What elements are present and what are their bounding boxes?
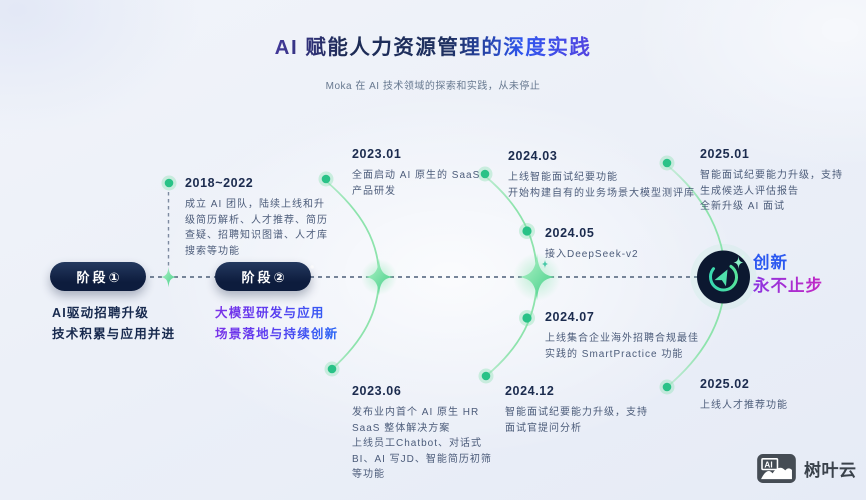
milestone-date: 2024.05 [545, 226, 595, 240]
milestone-dot [318, 171, 334, 187]
milestone-2024-03: 2024.03 上线智能面试纪要功能 开始构建自有的业务场景大模型测评库 [508, 149, 695, 201]
brand-name: 树叶云 [804, 461, 857, 480]
stage-1-badge: 阶段① [50, 262, 146, 291]
milestone-date: 2023.06 [352, 384, 402, 398]
milestone-dot [161, 175, 177, 191]
milestone-2024-07: 2024.07 上线集合企业海外招聘合规最佳 实践的 SmartPractice… [545, 310, 699, 362]
milestone-date: 2025.01 [700, 147, 750, 161]
milestone-dot [477, 166, 493, 182]
milestone-date: 2024.07 [545, 310, 595, 324]
slogan-line-2: 永不止步 [753, 275, 823, 298]
milestone-description: 成立 AI 团队，陆续上线和升 级简历解析、人才推荐、简历 查疑、招聘知识图谱、… [185, 199, 328, 257]
milestone-2018-2022: 2018~2022 成立 AI 团队，陆续上线和升 级简历解析、人才推荐、简历 … [185, 176, 328, 259]
header: AI 赋能人力资源管理的深度实践 Moka 在 AI 技术领域的探索和实践，从未… [0, 30, 866, 92]
stage-2-description: 大模型研发与应用 场景落地与持续创新 [215, 303, 338, 345]
page-title: AI 赋能人力资源管理的深度实践 [275, 30, 592, 60]
milestone-date: 2023.01 [352, 147, 402, 161]
milestone-dot [659, 155, 675, 171]
milestone-2025-01: 2025.01 智能面试纪要能力升级，支持 生成候选人评估报告 全新升级 AI … [700, 147, 843, 215]
page-subtitle: Moka 在 AI 技术领域的探索和实践，从未停止 [325, 81, 541, 92]
milestone-2024-12: 2024.12 智能面试纪要能力升级，支持 面试官提问分析 [505, 384, 648, 436]
milestone-description: 全面启动 AI 原生的 SaaS 产品研发 [352, 170, 481, 197]
milestone-dot [478, 368, 494, 384]
milestone-2025-02: 2025.02 上线人才推荐功能 [700, 377, 788, 414]
brand-footer: AI 树叶云 [757, 454, 857, 483]
innovation-slogan: 创新 永不止步 [753, 252, 823, 298]
milestone-description: 智能面试纪要能力升级，支持 面试官提问分析 [505, 407, 648, 434]
stage-1-description: AI驱动招聘升级 技术积累与应用并进 [52, 306, 176, 341]
innovation-icon [690, 244, 757, 310]
milestone-date: 2025.02 [700, 377, 750, 391]
milestone-description: 上线人才推荐功能 [700, 400, 788, 411]
slogan-line-1: 创新 [753, 254, 788, 272]
milestone-2023-01: 2023.01 全面启动 AI 原生的 SaaS 产品研发 [352, 147, 480, 199]
brand-logo-icon: AI [757, 454, 796, 483]
milestone-2024-05: 2024.05 接入DeepSeek-v2 [545, 226, 639, 263]
milestone-dots [161, 155, 675, 395]
stage-2-badge: 阶段② [215, 262, 311, 291]
milestone-date: 2024.12 [505, 384, 555, 398]
mountain-shape [761, 467, 792, 480]
milestone-description: 智能面试纪要能力升级，支持 生成候选人评估报告 全新升级 AI 面试 [700, 170, 843, 212]
milestone-dot [519, 310, 535, 326]
milestone-description: 上线集合企业海外招聘合规最佳 实践的 SmartPractice 功能 [545, 333, 699, 360]
milestone-dot [659, 379, 675, 395]
milestone-date: 2024.03 [508, 149, 558, 163]
brand-icon-label: AI [764, 460, 772, 469]
milestone-description: 接入DeepSeek-v2 [545, 249, 639, 260]
tiny-sparkle-dot [310, 265, 314, 269]
milestone-date: 2018~2022 [185, 176, 254, 190]
milestone-description: 发布业内首个 AI 原生 HR SaaS 整体解决方案 上线员工Chatbot、… [352, 407, 492, 480]
milestone-dot [324, 361, 340, 377]
milestone-2023-06: 2023.06 发布业内首个 AI 原生 HR SaaS 整体解决方案 上线员工… [352, 384, 492, 483]
timeline-star-small [160, 266, 177, 288]
milestone-dot [519, 223, 535, 239]
milestone-description: 上线智能面试纪要功能 开始构建自有的业务场景大模型测评库 [508, 172, 695, 199]
